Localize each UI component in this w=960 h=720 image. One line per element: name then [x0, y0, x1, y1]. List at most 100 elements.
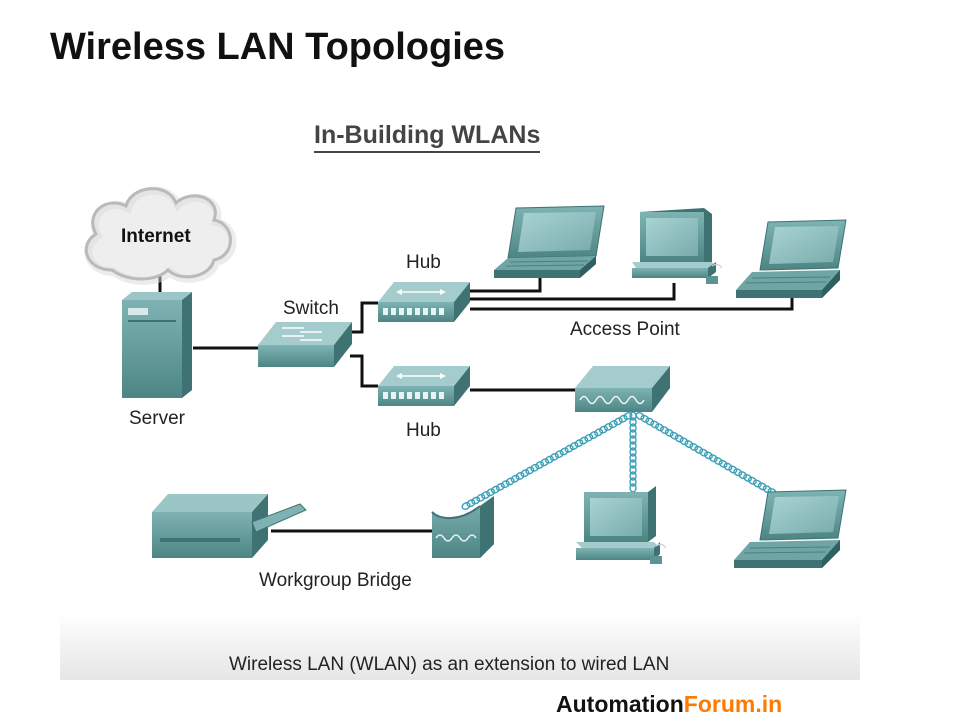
radio-coil-loop [629, 441, 637, 451]
radio-coil-loop [629, 471, 637, 481]
printer-icon [152, 494, 307, 558]
radio-coil-loop [723, 462, 733, 471]
radio-coil-loop [613, 417, 623, 426]
brand-watermark: AutomationForum.in [556, 691, 782, 718]
coil-to-desktop [629, 411, 637, 493]
radio-coil-loop [708, 454, 718, 463]
radio-coil-loop [689, 442, 699, 451]
coil-to-laptop [635, 412, 777, 496]
radio-coil-loop [515, 472, 525, 480]
radio-coil-loop [598, 425, 608, 434]
radio-coil-loop [500, 480, 510, 489]
radio-coil-loop [603, 422, 613, 431]
radio-coil-loop [728, 465, 738, 474]
radio-coil-loop [752, 479, 762, 488]
radio-coil-loop [476, 493, 486, 502]
access-point-icon [575, 366, 670, 412]
radio-coil-loop [629, 423, 637, 433]
radio-coil-loop [540, 458, 550, 467]
radio-coil-loop [490, 485, 500, 494]
link-hub-laptop2 [470, 296, 794, 311]
access-point-label: Access Point [570, 319, 680, 340]
workgroup-bridge-label: Workgroup Bridge [259, 570, 412, 591]
radio-coil-loop [747, 476, 757, 485]
radio-coil-loop [629, 453, 637, 463]
radio-coil-loop [559, 447, 569, 456]
radio-coil-loop [629, 429, 637, 439]
radio-coil-loop [589, 431, 599, 440]
radio-coil-loop [466, 499, 476, 508]
radio-coil-loop [703, 451, 713, 460]
radio-coil-loop [629, 477, 637, 487]
hub-top-label: Hub [406, 252, 441, 273]
wired-links [158, 272, 794, 533]
radio-coil-loop [623, 412, 633, 420]
radio-coil-loop [645, 417, 655, 426]
radio-coil-loop [525, 466, 535, 475]
radio-coil-loop [618, 414, 628, 423]
internet-label: Internet [121, 226, 191, 247]
radio-coil-loop [743, 473, 753, 482]
radio-coil-loop [713, 457, 723, 466]
radio-coil-loop [569, 442, 579, 450]
radio-coil-loop [530, 463, 540, 472]
brand-part1: Automation [556, 691, 684, 717]
radio-coil-loop [635, 412, 645, 420]
link-switch-hub-top [350, 301, 378, 334]
link-hub-laptop1 [470, 274, 542, 293]
radio-coil-loop [679, 437, 689, 446]
radio-coil-loop [757, 482, 767, 491]
radio-coil-loop [584, 433, 594, 442]
brand-part2: Forum.in [683, 691, 783, 717]
page-title: Wireless LAN Topologies [50, 26, 506, 68]
radio-coil-loop [659, 426, 669, 435]
cloud-icon [84, 186, 237, 285]
laptop-icon [494, 205, 605, 278]
radio-coil-loop [674, 434, 684, 443]
radio-coil-loop [650, 420, 660, 429]
server-icon [122, 292, 192, 398]
radio-coil-loop [629, 435, 637, 445]
radio-coil-loop [669, 431, 679, 440]
radio-coil-loop [461, 502, 471, 510]
radio-coil-loop [694, 445, 704, 454]
radio-coil-loop [510, 474, 520, 483]
radio-coil-loop [594, 428, 604, 437]
radio-coil-loop [471, 496, 481, 505]
radio-coil-loop [481, 491, 491, 500]
hub-bottom-label: Hub [406, 420, 441, 441]
caption-band [60, 615, 860, 680]
radio-wave-icon [465, 415, 772, 505]
laptop-icon [736, 219, 847, 298]
desktop-icon [576, 486, 667, 564]
radio-coil-loop [718, 459, 728, 468]
radio-coil-loop [608, 420, 618, 429]
server-label: Server [129, 408, 185, 429]
radio-coil-loop [520, 469, 530, 478]
diagram-subtitle: In-Building WLANs [314, 121, 541, 153]
radio-coil-loop [684, 440, 694, 449]
radio-coil-loop [629, 447, 637, 457]
radio-coil-loop [640, 414, 650, 423]
radio-coil-loop [564, 444, 574, 453]
radio-coil-loop [733, 468, 743, 477]
radio-coil-loop [699, 448, 709, 457]
radio-coil-loop [486, 488, 496, 497]
radio-coil-loop [738, 471, 748, 480]
link-hub-desktop1 [470, 283, 676, 301]
desktop-icon [632, 208, 723, 284]
hub-icon [378, 366, 470, 406]
radio-coil-loop [629, 417, 637, 427]
hub-icon [378, 282, 470, 322]
coil-to-bridge [461, 412, 633, 510]
radio-coil-loop [505, 477, 515, 486]
laptop-icon [734, 489, 847, 568]
radio-coil-loop [574, 439, 584, 448]
radio-coils [461, 411, 777, 510]
link-switch-hub-bottom [350, 354, 378, 388]
radio-coil-loop [535, 461, 545, 470]
switch-icon [258, 322, 352, 367]
radio-coil-loop [495, 482, 505, 491]
radio-coil-loop [549, 452, 559, 461]
